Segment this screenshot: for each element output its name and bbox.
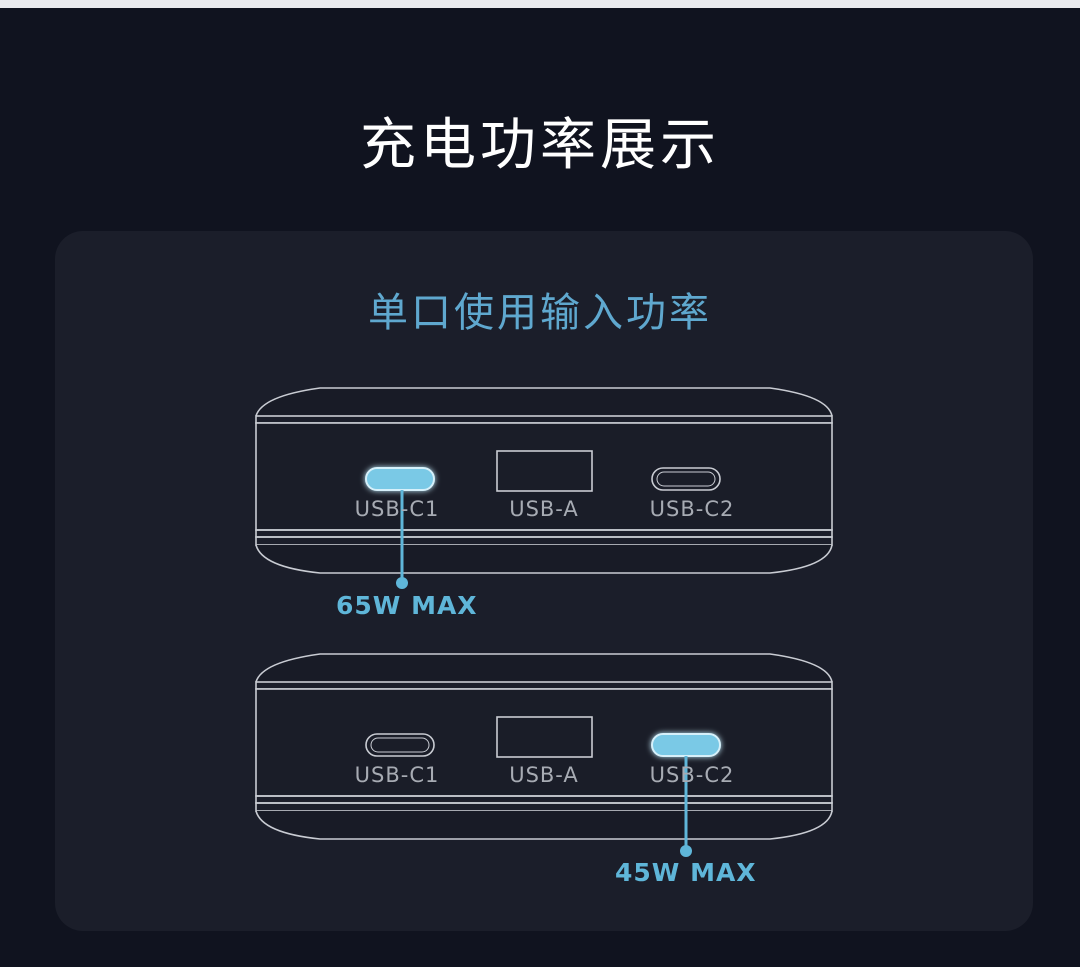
power-bank-2 <box>255 653 833 840</box>
power-bank-1-usb-c1-label: USB-C1 <box>354 497 440 521</box>
power-bank-2-bottom-shell <box>255 810 833 840</box>
power-bank-2-usb-a-label: USB-A <box>509 763 579 787</box>
power-bank-2-callout-dot <box>680 845 692 857</box>
power-bank-2-top-shell <box>255 653 833 683</box>
power-bank-1-bottom-rim <box>255 529 833 538</box>
power-bank-1-top-shell <box>255 387 833 417</box>
power-bank-2-usb-c1-label: USB-C1 <box>354 763 440 787</box>
page-title: 充电功率展示 <box>360 113 720 178</box>
power-bank-1-top-rim <box>255 415 833 424</box>
power-bank-1-usb-c2-port <box>651 467 721 491</box>
power-bank-1-usb-a-label: USB-A <box>509 497 579 521</box>
power-bank-2-usb-c2-port <box>651 733 721 757</box>
power-bank-2-bottom-rim-2 <box>255 802 833 812</box>
power-bank-1-usb-c2-label: USB-C2 <box>649 497 735 521</box>
power-bank-1-max-power: 65W MAX <box>336 591 478 620</box>
power-bank-2-max-power: 45W MAX <box>615 858 757 887</box>
power-bank-1-usb-c1-port <box>365 467 435 491</box>
power-bank-2-bottom-rim <box>255 795 833 804</box>
power-bank-1-callout-dot <box>396 577 408 589</box>
power-bank-2-usb-a-port <box>496 716 593 758</box>
top-strip <box>0 0 1080 8</box>
power-bank-1 <box>255 387 833 574</box>
power-bank-2-usb-c1-port <box>365 733 435 757</box>
power-bank-1-usb-a-port <box>496 450 593 492</box>
power-bank-1-bottom-shell <box>255 544 833 574</box>
power-bank-2-usb-c2-label: USB-C2 <box>649 763 735 787</box>
power-bank-1-bottom-rim-2 <box>255 536 833 546</box>
power-bank-2-top-rim <box>255 681 833 690</box>
panel-subtitle: 单口使用输入功率 <box>368 290 712 336</box>
